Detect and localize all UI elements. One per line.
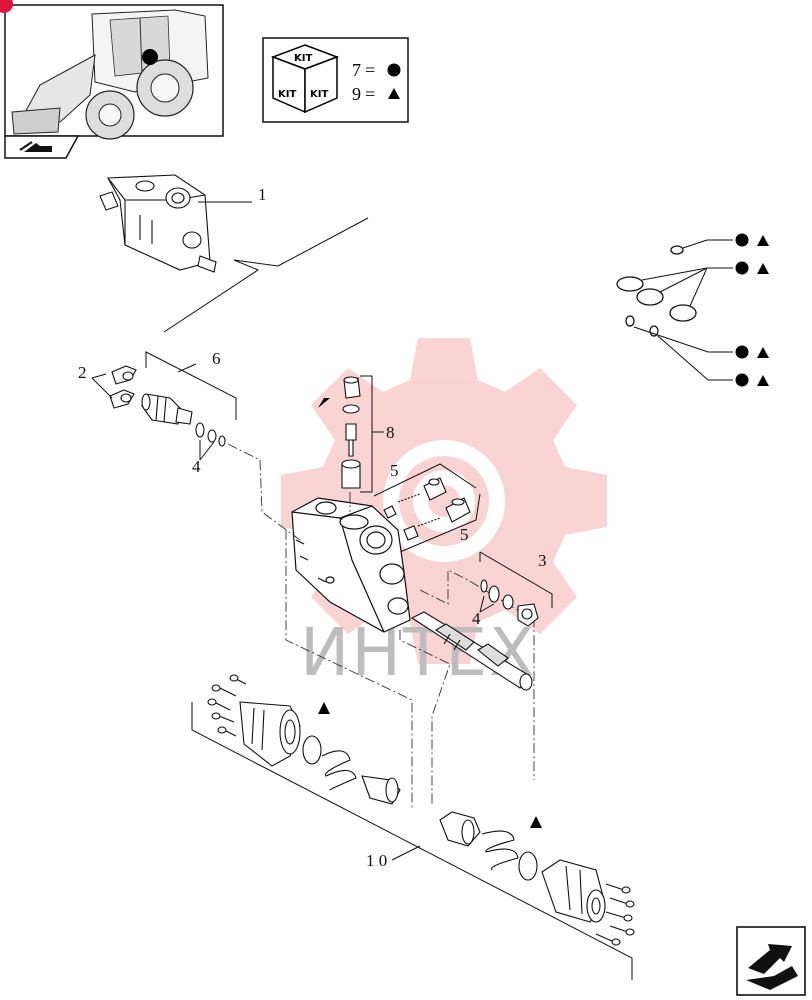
triangle-marker-right-oring [530,816,542,828]
callout-3: 3 [538,551,547,570]
callout-10: 1 0 [366,851,387,870]
callout-4-left: 4 [192,457,201,476]
valve-body [291,497,411,633]
callout-5-upper: 5 [390,461,399,480]
kit-label-top: KIT [294,53,312,64]
backhoe-loader-thumbnail [0,0,224,140]
spool [410,611,533,691]
assembly-guide-lines [227,443,535,810]
kit-label-left: KIT [278,89,296,100]
seal-kit-list [616,239,733,381]
callout-6: 6 [212,349,221,368]
part-1-valve-section [99,174,217,273]
part-5-check-valves [383,477,471,541]
kit-equals-circle: = [365,60,375,80]
kit-number-triangle: 9 [352,84,361,104]
circle-kit-icon [387,63,401,77]
triangle-kit-icon [388,88,400,99]
part-3-spool-cap [480,579,539,627]
part-8-relief-valve [341,376,361,489]
part-2-plugs [109,365,137,409]
callout-2: 2 [78,363,87,382]
callout-4-right: 4 [472,609,481,628]
triangle-marker-relief [318,398,330,408]
kit-equals-triangle: = [365,84,375,104]
triangle-marker-left-oring [318,702,330,714]
seal-kit-markers [735,233,769,387]
callout-5-lower: 5 [460,525,469,544]
next-page-arrow-icon[interactable] [736,926,806,996]
part-6-spool-cap [141,393,226,447]
kit-legend: KIT KIT KIT 7 = 9 = [262,37,409,123]
callout-1: 1 [258,185,267,204]
part-10-spring-cap-left [207,674,401,805]
part-10-spring-cap-right [439,811,635,946]
kit-label-right: KIT [310,89,328,100]
callout-8: 8 [386,423,395,442]
kit-number-circle: 7 [352,60,361,80]
page-back-arrow-icon[interactable] [4,135,80,159]
